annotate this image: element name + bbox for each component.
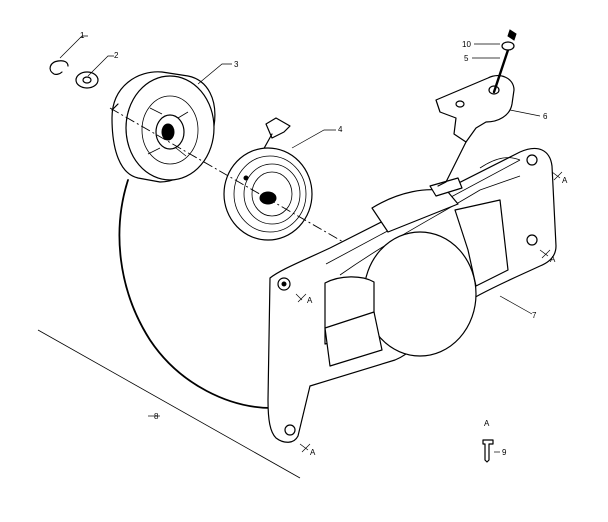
callout-7: 7 [532, 311, 537, 320]
reference-a-bottom: A [310, 448, 316, 457]
reference-a-right: A [550, 255, 556, 264]
leader-lines [59, 35, 541, 453]
callout-1: 1 [80, 31, 85, 40]
part-9-pin [482, 439, 494, 463]
part-1-retaining-clip [49, 60, 69, 75]
callout-2: 2 [114, 51, 119, 60]
reference-a-top-right: A [562, 176, 568, 185]
reference-a-pin: A [484, 419, 490, 428]
reference-a-left: A [307, 296, 313, 305]
part-4-recoil-spring [223, 117, 313, 241]
part-8-starter-rope [37, 179, 301, 479]
callout-4: 4 [338, 125, 343, 134]
callout-3: 3 [234, 60, 239, 69]
part-7-starter-housing [267, 147, 557, 443]
part-3-rope-pulley [111, 71, 216, 183]
part-2-washer [75, 71, 99, 89]
part-10-fastener [501, 29, 517, 51]
callout-9: 9 [502, 448, 507, 457]
assembly-axis-line [109, 107, 346, 244]
callout-8: 8 [154, 412, 159, 421]
part-5-handle-insert [492, 42, 512, 94]
callout-10: 10 [462, 40, 471, 49]
callout-5: 5 [464, 54, 469, 63]
reference-ticks [295, 171, 563, 453]
callout-6: 6 [543, 112, 548, 121]
